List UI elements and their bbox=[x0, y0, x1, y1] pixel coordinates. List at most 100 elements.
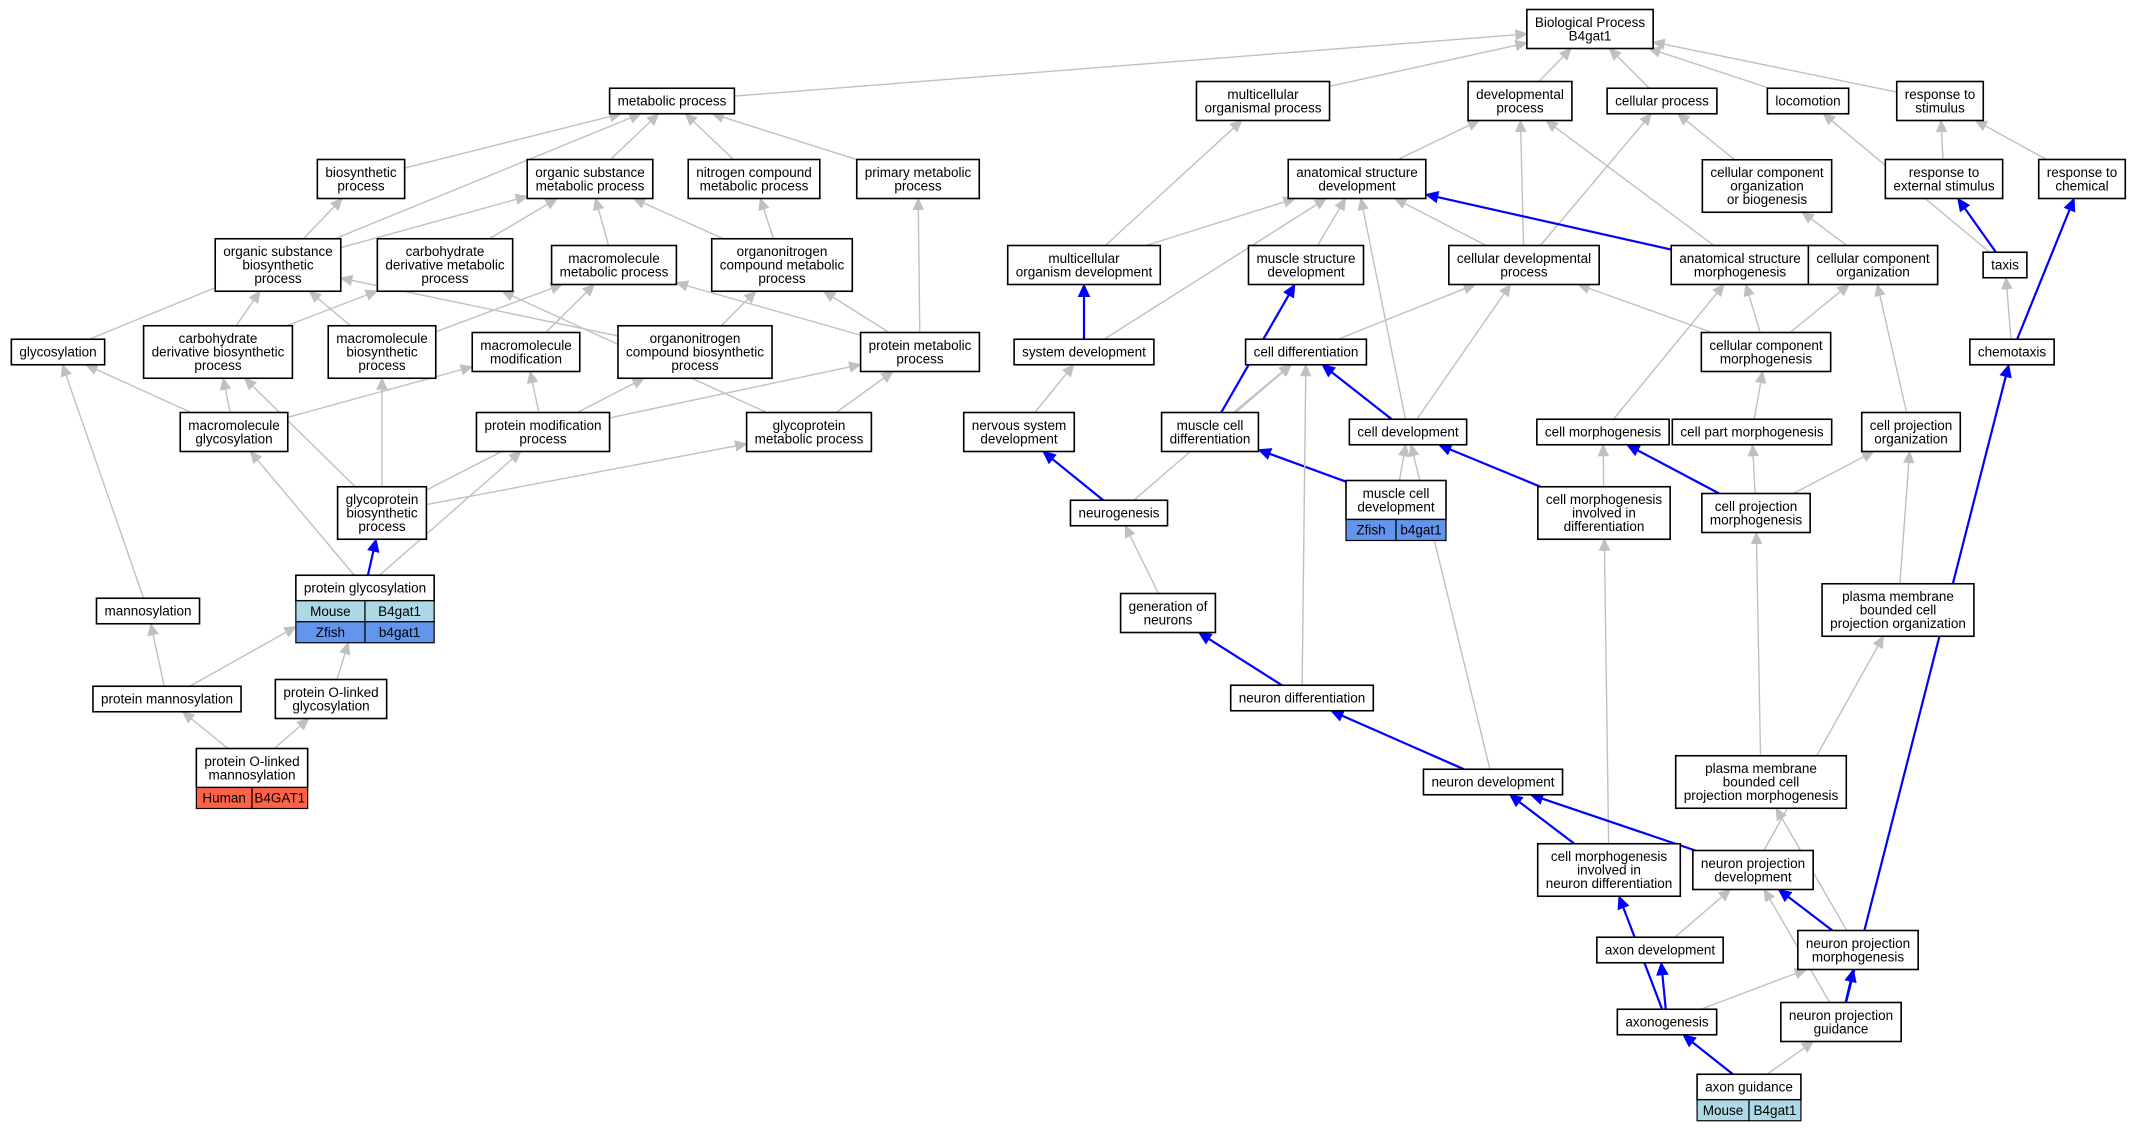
term-label: biosynthetic bbox=[242, 258, 314, 273]
term-box bbox=[855, 158, 981, 200]
edge-arrowhead bbox=[1514, 39, 1529, 52]
edge-glycobio-to-macrobio bbox=[376, 377, 388, 487]
term-box bbox=[1229, 684, 1375, 712]
term-box bbox=[336, 485, 428, 541]
term-label: guidance bbox=[1814, 1021, 1869, 1036]
term-label: stimulus bbox=[1915, 100, 1965, 115]
edge-protomann-to-protoglyc bbox=[273, 717, 310, 750]
svg-text:b4gat1: b4gat1 bbox=[1400, 523, 1441, 538]
edge-arrowhead bbox=[2001, 276, 2013, 290]
edge-arrowhead bbox=[684, 112, 698, 126]
term-label: organization bbox=[1874, 431, 1948, 446]
edge-arrowhead bbox=[1712, 283, 1725, 298]
term-label: metabolic process bbox=[618, 94, 727, 109]
term-label: metabolic process bbox=[536, 178, 645, 193]
term-label: bounded cell bbox=[1723, 775, 1800, 790]
edge-arrowhead bbox=[1682, 1034, 1697, 1048]
edge-arrowhead bbox=[592, 197, 605, 212]
term-box bbox=[859, 331, 981, 373]
term-label: protein modification bbox=[484, 418, 601, 433]
edge-arrowhead bbox=[1874, 283, 1886, 297]
edge-arrowhead bbox=[1558, 47, 1572, 61]
edge-arrowhead bbox=[1647, 46, 1662, 58]
edge-chemotaxis-to-taxis bbox=[2001, 276, 2013, 340]
term-box bbox=[1860, 411, 1962, 453]
edge-npmorph-to-npdev bbox=[1777, 888, 1834, 932]
term-box bbox=[1195, 80, 1331, 122]
edge-orgnitromet-to-orgsubmet bbox=[632, 197, 724, 240]
term-label: organonitrogen bbox=[650, 331, 741, 346]
edge-arrowhead bbox=[1393, 197, 1408, 209]
edge-ccorg-to-ccorgbio bbox=[1801, 211, 1848, 247]
term-box bbox=[376, 237, 514, 293]
term-box bbox=[1348, 418, 1468, 446]
svg-text:B4gat1: B4gat1 bbox=[378, 604, 421, 619]
term-label: carbohydrate bbox=[406, 244, 485, 259]
term-box bbox=[1780, 1001, 1902, 1043]
term-box bbox=[1982, 251, 2028, 279]
term-label: morphogenesis bbox=[1694, 264, 1787, 279]
edge-protmet-to-orgnitromet bbox=[822, 290, 890, 334]
term-label: protein O-linked bbox=[283, 685, 378, 700]
term-label: development bbox=[1318, 178, 1396, 193]
edge-respstim-to-bp bbox=[1651, 38, 1897, 93]
edge-arrowhead bbox=[1717, 888, 1732, 902]
term-label: derivative biosynthetic bbox=[152, 345, 285, 360]
term-label: axon development bbox=[1605, 943, 1716, 958]
edge-cpmorphpart-to-ccmorph bbox=[1753, 370, 1767, 420]
term-label: neuron development bbox=[1431, 775, 1554, 790]
edge-carbbio-to-orgsubbio bbox=[235, 290, 261, 327]
edge-protmod-to-macromod bbox=[526, 370, 540, 413]
edge-taxis-to-respext bbox=[1957, 197, 1997, 253]
term-label: primary metabolic bbox=[865, 165, 972, 180]
term-box bbox=[1895, 80, 1985, 122]
edge-arrowhead bbox=[1408, 443, 1420, 458]
go-term-axonogenesis: axonogenesis bbox=[1616, 1008, 1718, 1036]
edge-arrowhead bbox=[181, 710, 196, 724]
term-label: compound metabolic bbox=[720, 258, 845, 273]
edge-arrowhead bbox=[376, 377, 388, 390]
term-box bbox=[195, 747, 309, 789]
term-box bbox=[1701, 492, 1811, 534]
term-label: morphogenesis bbox=[1720, 351, 1813, 366]
term-label: external stimulus bbox=[1893, 178, 1995, 193]
edge-sysdev-to-anatdev bbox=[1103, 197, 1328, 340]
edge-cmid-to-celldev bbox=[1437, 443, 1541, 488]
edge-arrowhead bbox=[1999, 363, 2012, 379]
edge-neurdev-to-neurdiff bbox=[1329, 710, 1465, 771]
term-label: cell projection bbox=[1715, 499, 1798, 514]
term-label: anatomical structure bbox=[1679, 251, 1801, 266]
edge-arrowhead bbox=[1656, 961, 1669, 976]
edge-macromet-to-orgsubmet bbox=[592, 197, 610, 246]
edge-metabolic-to-bp bbox=[734, 29, 1529, 97]
edge-arrowhead bbox=[459, 364, 474, 376]
term-label: macromolecule bbox=[568, 251, 660, 266]
term-label: response to bbox=[2047, 165, 2118, 180]
term-label: developmental bbox=[1476, 87, 1564, 102]
edge-arrowhead bbox=[2063, 197, 2076, 213]
edge-arrowhead bbox=[1747, 443, 1759, 457]
svg-text:Mouse: Mouse bbox=[1703, 1103, 1744, 1118]
edge-arrowhead bbox=[1061, 363, 1075, 378]
edge-musccelldev-to-celldev bbox=[1398, 443, 1410, 481]
term-box bbox=[1287, 158, 1427, 200]
edge-orgnitrobio-to-orgnitromet bbox=[720, 290, 757, 327]
edge-arrowhead bbox=[60, 363, 72, 378]
edge-npmorph-to-pmbcpm bbox=[1775, 807, 1848, 931]
term-label: process bbox=[894, 178, 942, 193]
term-box bbox=[1807, 244, 1939, 286]
edge-arrowhead bbox=[1499, 283, 1512, 298]
term-box bbox=[962, 411, 1076, 453]
term-box bbox=[1013, 338, 1155, 366]
edge-arrowhead bbox=[1313, 197, 1328, 210]
term-label: macromolecule bbox=[336, 331, 428, 346]
edge-sysdev-to-multidev bbox=[1077, 283, 1091, 340]
